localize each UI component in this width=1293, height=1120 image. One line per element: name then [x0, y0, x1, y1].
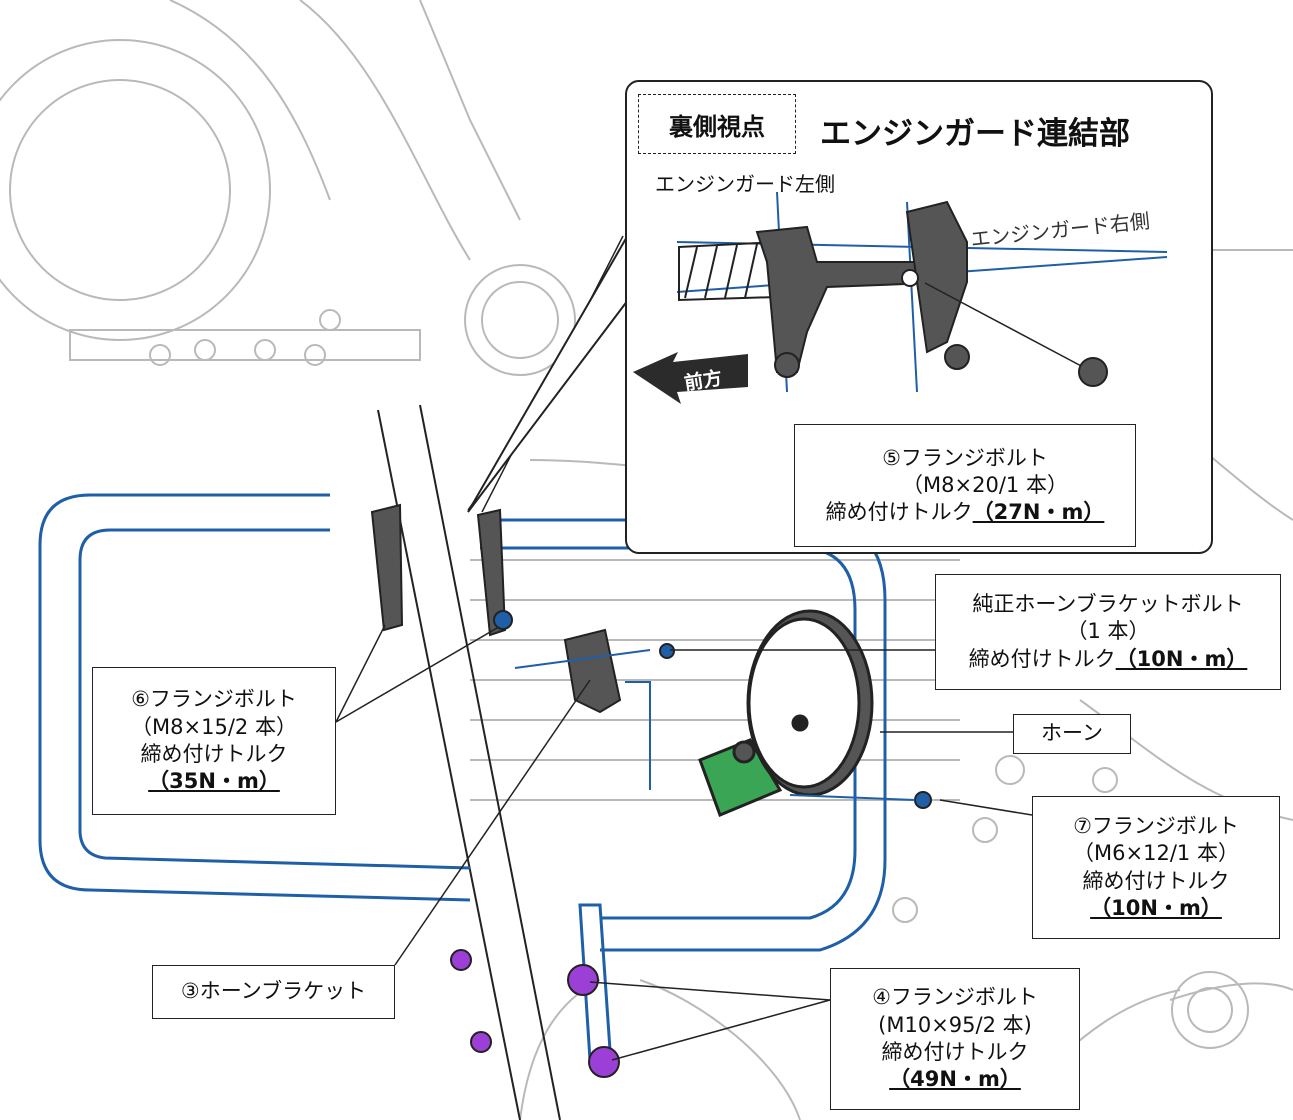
- callout-title: ④フランジボルト: [872, 985, 1038, 1010]
- inset-illustration: [633, 191, 1168, 404]
- callout-torque: 締め付けトルク（10N・m）: [968, 646, 1248, 671]
- callout-title: ホーン: [1041, 721, 1103, 746]
- torque-value: （10N・m）: [1115, 646, 1248, 671]
- callout-flange-bolt-5: ⑤フランジボルト （M8×20/1 本） 締め付けトルク（27N・m）: [794, 424, 1136, 547]
- flange-bolt-5: [1078, 357, 1108, 387]
- callout-torque-label: 締め付けトルク: [140, 742, 288, 766]
- small-bolts: [493, 610, 932, 809]
- callout-horn: ホーン: [1013, 714, 1131, 754]
- callout-title: ⑤フランジボルト: [882, 445, 1048, 470]
- callout-flange-bolt-7: ⑦フランジボルト （M6×12/1 本） 締め付けトルク （10N・m）: [1032, 796, 1280, 939]
- inset-title: エンジンガード連結部: [820, 116, 1130, 152]
- callout-horn-bracket: ③ホーンブラケット: [152, 965, 395, 1019]
- torque-value: （10N・m）: [1090, 895, 1222, 920]
- inset-pointer: [467, 234, 629, 513]
- callout-torque-label: 締め付けトルク: [1082, 868, 1230, 893]
- rear-view-tag: 裏側視点: [638, 94, 796, 154]
- callout-torque: 締め付けトルク（27N・m）: [825, 500, 1105, 525]
- callout-spec: （M6×12/1 本）: [1073, 841, 1239, 866]
- callout-title: ③ホーンブラケット: [180, 979, 367, 1004]
- assembly-arrows: [514, 649, 916, 801]
- forward-arrow: [633, 352, 748, 404]
- callout-title: 純正ホーンブラケットボルト: [972, 592, 1244, 617]
- mounting-plates: [370, 503, 622, 714]
- frame-down-tube: [377, 404, 561, 1120]
- flange-bolts-4: [450, 949, 620, 1078]
- callout-flange-bolt-4: ④フランジボルト (M10×95/2 本) 締め付けトルク （49N・m）: [830, 968, 1080, 1110]
- callout-spec: （1 本）: [1066, 619, 1150, 644]
- callout-spec: （M8×20/1 本）: [902, 472, 1068, 497]
- callout-title: ⑥フランジボルト: [131, 687, 297, 712]
- horn: [698, 609, 874, 817]
- callout-flange-bolt-6: ⑥フランジボルト （M8×15/2 本） 締め付けトルク （35N・m）: [92, 667, 336, 815]
- callout-horn-bracket-bolt: 純正ホーンブラケットボルト （1 本） 締め付けトルク（10N・m）: [935, 574, 1281, 690]
- callout-spec: (M10×95/2 本): [878, 1012, 1032, 1037]
- callout-title: ⑦フランジボルト: [1073, 813, 1239, 838]
- torque-value: （49N・m）: [889, 1067, 1021, 1092]
- engine-guard-left-label: エンジンガード左側: [655, 172, 835, 196]
- torque-value: （27N・m）: [972, 500, 1105, 525]
- callout-spec: （M8×15/2 本）: [131, 714, 297, 739]
- torque-value: （35N・m）: [148, 769, 280, 794]
- callout-torque-label: 締め付けトルク: [881, 1040, 1029, 1064]
